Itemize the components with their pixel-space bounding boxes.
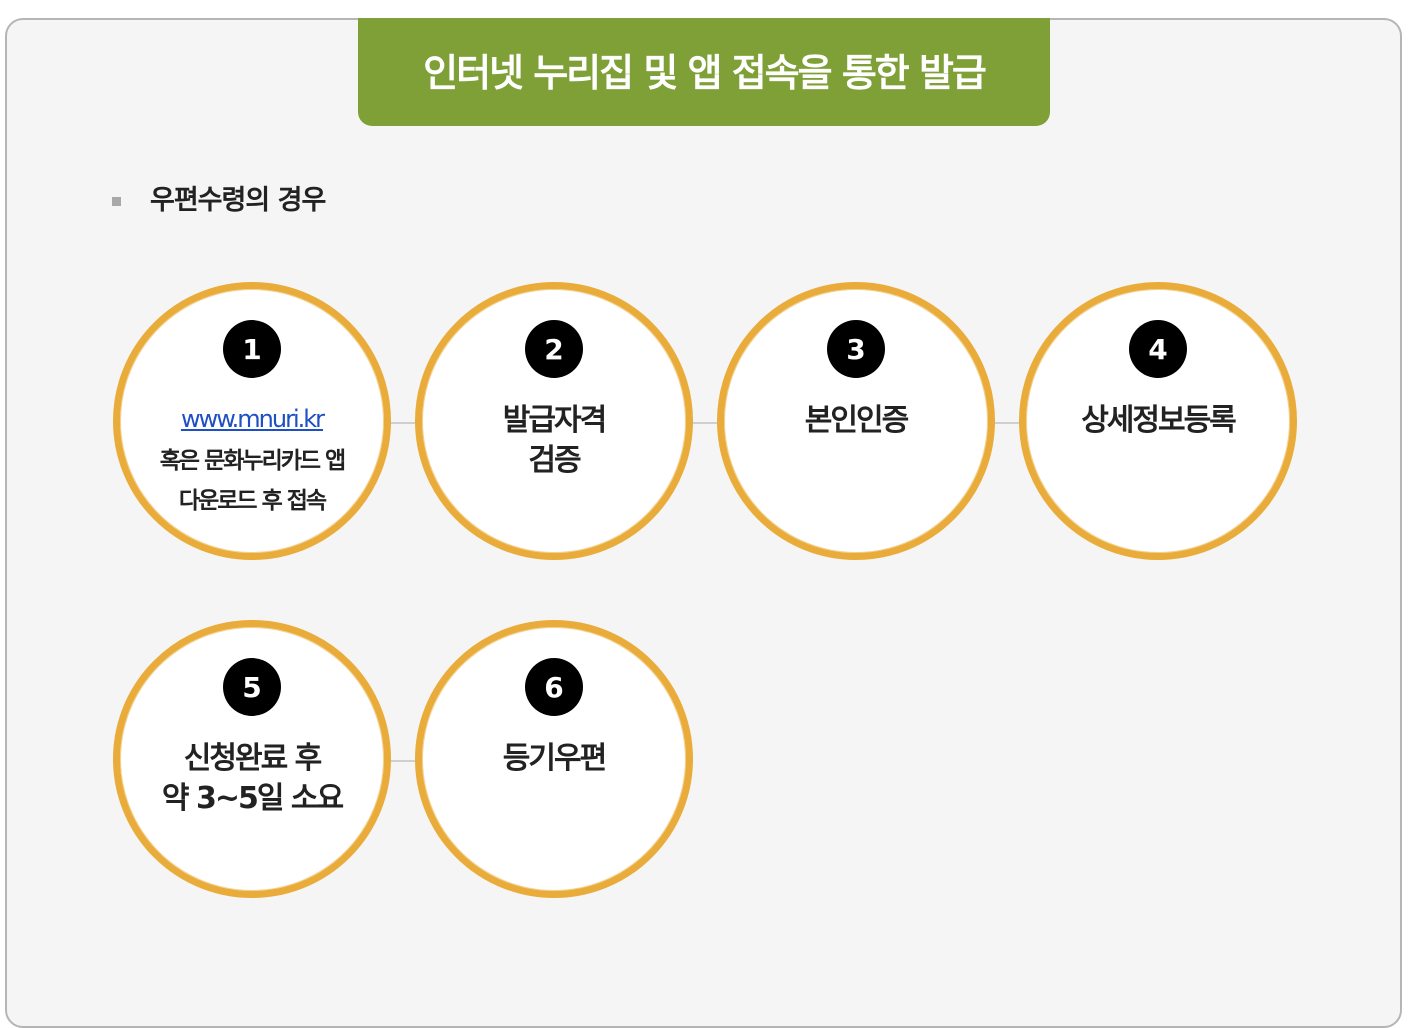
step-label: 발급자격 검증	[502, 403, 607, 478]
step-connector	[992, 422, 1022, 424]
step-4: 4 상세정보등록	[1019, 282, 1297, 560]
step-label: 본인인증	[804, 403, 909, 438]
website-link[interactable]: www.mnuri.kr	[180, 405, 325, 433]
step-label: 신청완료 후 약 3~5일 소요	[161, 741, 344, 816]
page-title: 인터넷 누리집 및 앱 접속을 통한 발급	[358, 18, 1050, 126]
page-title-text: 인터넷 누리집 및 앱 접속을 통한 발급	[423, 50, 987, 95]
step-number-badge: 1	[223, 320, 281, 378]
step-number-badge: 2	[525, 320, 583, 378]
step-1: 1 www.mnuri.kr 혹은 문화누리카드 앱 다운로드 후 접속	[113, 282, 391, 560]
bullet-icon	[112, 197, 121, 206]
step-5: 5 신청완료 후 약 3~5일 소요	[113, 620, 391, 898]
step-2: 2 발급자격 검증	[415, 282, 693, 560]
step-connector	[388, 422, 418, 424]
step-6: 6 등기우편	[415, 620, 693, 898]
step-connector	[388, 760, 418, 762]
step-label: 등기우편	[502, 741, 607, 776]
section-title: 우편수령의 경우	[150, 185, 326, 216]
step-number-badge: 4	[1129, 320, 1187, 378]
step-number-badge: 6	[525, 658, 583, 716]
step-3: 3 본인인증	[717, 282, 995, 560]
step-description: 혹은 문화누리카드 앱 다운로드 후 접속	[159, 448, 346, 514]
step-number-badge: 3	[827, 320, 885, 378]
step-connector	[690, 422, 720, 424]
step-label: 상세정보등록	[1081, 403, 1237, 438]
step-number-badge: 5	[223, 658, 281, 716]
